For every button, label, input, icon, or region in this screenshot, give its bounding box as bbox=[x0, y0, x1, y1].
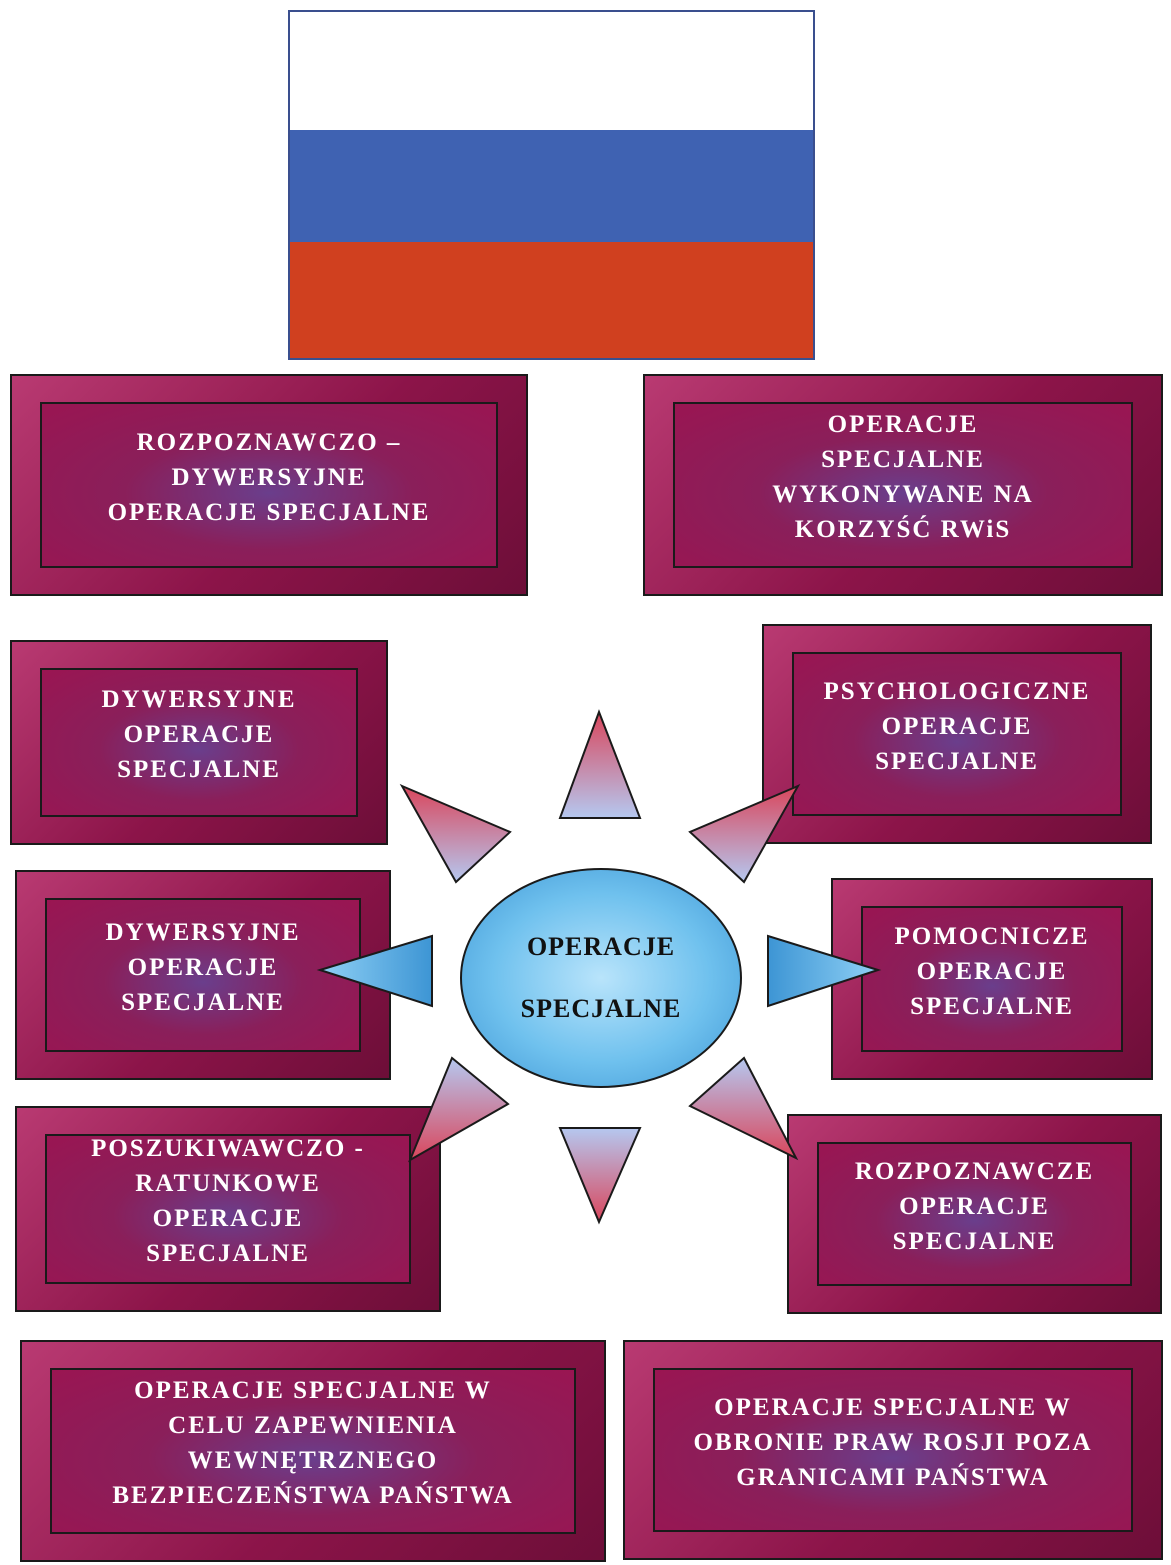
box-search-rescue: POSZUKIWAWCZO - RATUNKOWE OPERACJE SPECJ… bbox=[15, 1106, 441, 1312]
center-node: OPERACJE SPECJALNE bbox=[460, 868, 742, 1088]
box-inner bbox=[792, 652, 1122, 816]
box-inner bbox=[861, 906, 1123, 1052]
arrow-left bbox=[316, 934, 433, 1008]
box-label: POMOCNICZE OPERACJE SPECJALNE bbox=[894, 923, 1090, 1020]
box-rights-abroad: OPERACJE SPECJALNE W OBRONIE PRAW ROSJI … bbox=[623, 1340, 1163, 1560]
box-inner bbox=[50, 1368, 576, 1534]
russian-flag bbox=[288, 10, 815, 360]
box-label: ROZPOZNAWCZO – DYWERSYJNE OPERACJE SPECJ… bbox=[107, 429, 431, 526]
box-label: POSZUKIWAWCZO - RATUNKOWE OPERACJE SPECJ… bbox=[91, 1135, 365, 1267]
arrow-bottom-right bbox=[688, 1056, 799, 1161]
box-label: DYWERSYJNE OPERACJE SPECJALNE bbox=[101, 686, 297, 783]
box-inner bbox=[653, 1368, 1133, 1532]
arrow-bottom bbox=[558, 1127, 642, 1225]
box-auxiliary: POMOCNICZE OPERACJE SPECJALNE bbox=[831, 878, 1153, 1080]
box-internal-security: OPERACJE SPECJALNE W CELU ZAPEWNIENIA WE… bbox=[20, 1340, 606, 1562]
box-inner bbox=[45, 898, 361, 1052]
box-inner bbox=[673, 402, 1133, 568]
arrow-bottom-left bbox=[407, 1056, 510, 1163]
box-diversion-2: DYWERSYJNE OPERACJE SPECJALNE bbox=[15, 870, 391, 1080]
box-label: PSYCHOLOGICZNE OPERACJE SPECJALNE bbox=[823, 678, 1091, 775]
box-inner bbox=[45, 1134, 411, 1284]
box-rwis-operations: OPERACJE SPECJALNE WYKONYWANE NA KORZYŚĆ… bbox=[643, 374, 1163, 596]
box-label: OPERACJE SPECJALNE W OBRONIE PRAW ROSJI … bbox=[693, 1394, 1093, 1491]
box-diversion-1: DYWERSYJNE OPERACJE SPECJALNE bbox=[10, 640, 388, 845]
box-label: DYWERSYJNE OPERACJE SPECJALNE bbox=[105, 919, 301, 1016]
box-psychological: PSYCHOLOGICZNE OPERACJE SPECJALNE bbox=[762, 624, 1152, 844]
box-label: ROZPOZNAWCZE OPERACJE SPECJALNE bbox=[854, 1158, 1095, 1255]
flag-white-stripe bbox=[290, 12, 813, 130]
box-inner bbox=[817, 1142, 1132, 1286]
flag-red-stripe bbox=[290, 242, 813, 358]
box-label: OPERACJE SPECJALNE WYKONYWANE NA KORZYŚĆ… bbox=[772, 411, 1034, 543]
arrow-top-left bbox=[399, 783, 512, 884]
box-inner bbox=[40, 668, 358, 817]
center-label-line2: SPECJALNE bbox=[520, 994, 682, 1023]
arrow-top-right bbox=[688, 783, 801, 884]
box-label: OPERACJE SPECJALNE W CELU ZAPEWNIENIA WE… bbox=[112, 1377, 514, 1509]
center-label-line1: OPERACJE bbox=[526, 932, 676, 961]
arrow-top bbox=[558, 709, 642, 819]
box-inner bbox=[40, 402, 498, 568]
box-reconnaissance: ROZPOZNAWCZE OPERACJE SPECJALNE bbox=[787, 1114, 1162, 1314]
flag-blue-stripe bbox=[290, 130, 813, 242]
arrow-right bbox=[767, 934, 882, 1008]
box-reconnaissance-diversion: ROZPOZNAWCZO – DYWERSYJNE OPERACJE SPECJ… bbox=[10, 374, 528, 596]
